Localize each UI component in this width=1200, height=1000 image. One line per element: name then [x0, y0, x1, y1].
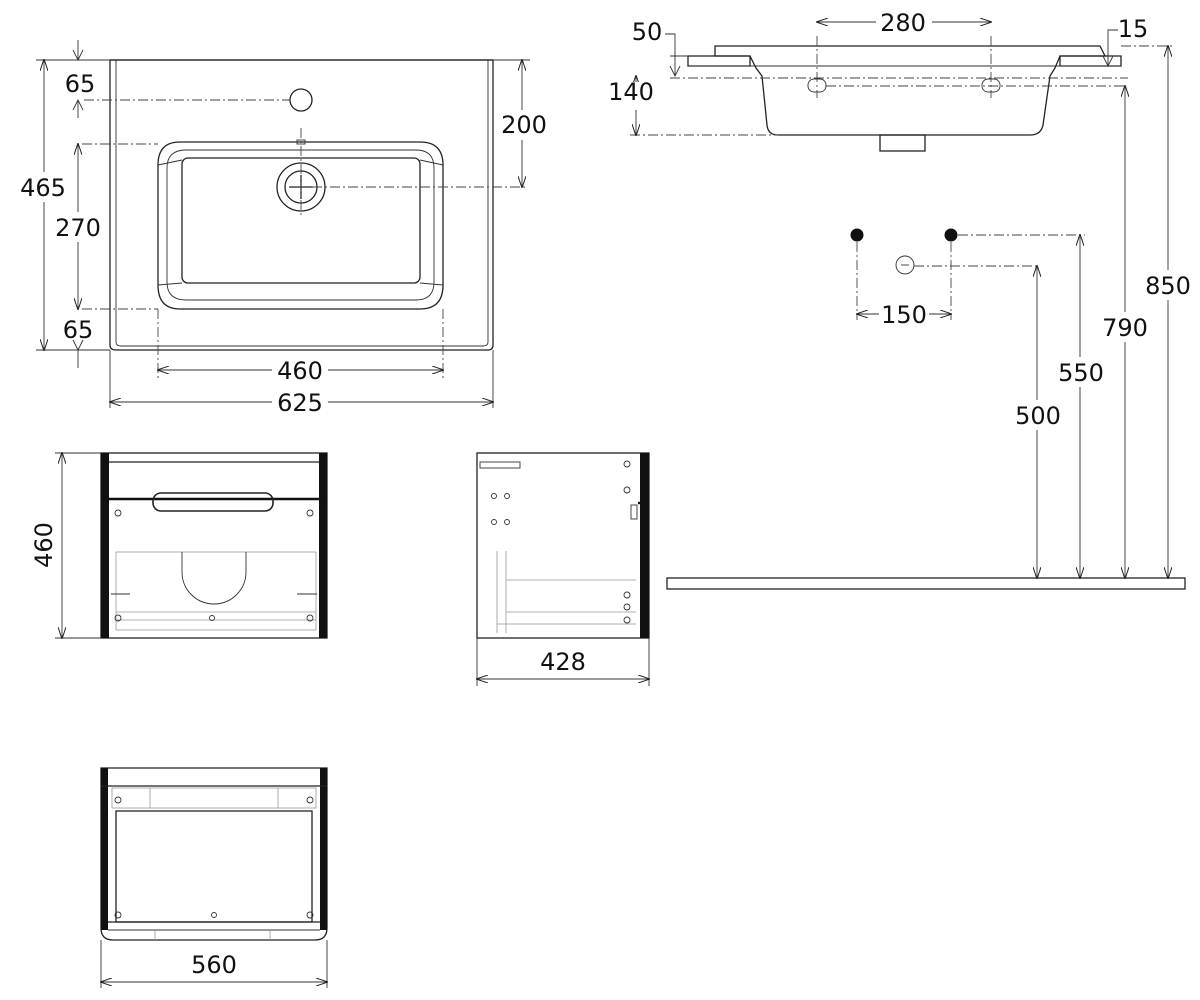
cabinet-side-view: 428 [477, 452, 649, 686]
cabinet-front-view: 460 [30, 453, 328, 638]
dim-inlet-spacing: 150 [881, 301, 927, 329]
dim-tap-hole-offset: 65 [65, 70, 96, 98]
tap-hole [289, 88, 313, 112]
basin-outline [109, 59, 494, 351]
dim-cabinet-depth: 428 [540, 648, 586, 676]
siphon-cutout [181, 552, 247, 605]
dim-drain-offset: 200 [501, 111, 547, 139]
cabinet-back-view: 560 [101, 767, 327, 988]
dim-total-height: 850 [1145, 272, 1191, 300]
dim-cabinet-width: 560 [191, 951, 237, 979]
dim-tap-spacing: 280 [880, 9, 926, 37]
dim-basin-width: 625 [277, 389, 323, 417]
drain-connection [895, 255, 915, 275]
basin-section-view: 280 50 15 140 [608, 8, 1172, 152]
dim-bowl-width: 460 [277, 357, 323, 385]
dim-basin-height: 140 [608, 78, 654, 106]
dim-basin-depth: 465 [20, 174, 66, 202]
wall-installation-view: 150 500 550 790 850 [666, 46, 1195, 590]
floor-line [666, 577, 1186, 590]
bowl-outline [157, 141, 444, 310]
dim-bowl-depth: 270 [55, 214, 101, 242]
basin-top-view: 465 65 270 65 200 460 625 [18, 40, 550, 417]
basin-profile [714, 45, 1107, 136]
dim-tap-hole-height: 790 [1102, 314, 1148, 342]
dim-lip-thickness: 15 [1118, 15, 1149, 43]
dim-drain-height: 500 [1015, 402, 1061, 430]
water-inlet-left [850, 228, 864, 242]
dim-inlet-height: 550 [1058, 359, 1104, 387]
drain-outlet [879, 134, 926, 152]
dim-cabinet-height: 460 [30, 522, 58, 568]
dim-rim-thickness: 50 [632, 18, 663, 46]
dim-bowl-front-margin: 65 [63, 316, 94, 344]
drawer-handle [152, 492, 274, 512]
water-inlet-right [944, 228, 958, 242]
